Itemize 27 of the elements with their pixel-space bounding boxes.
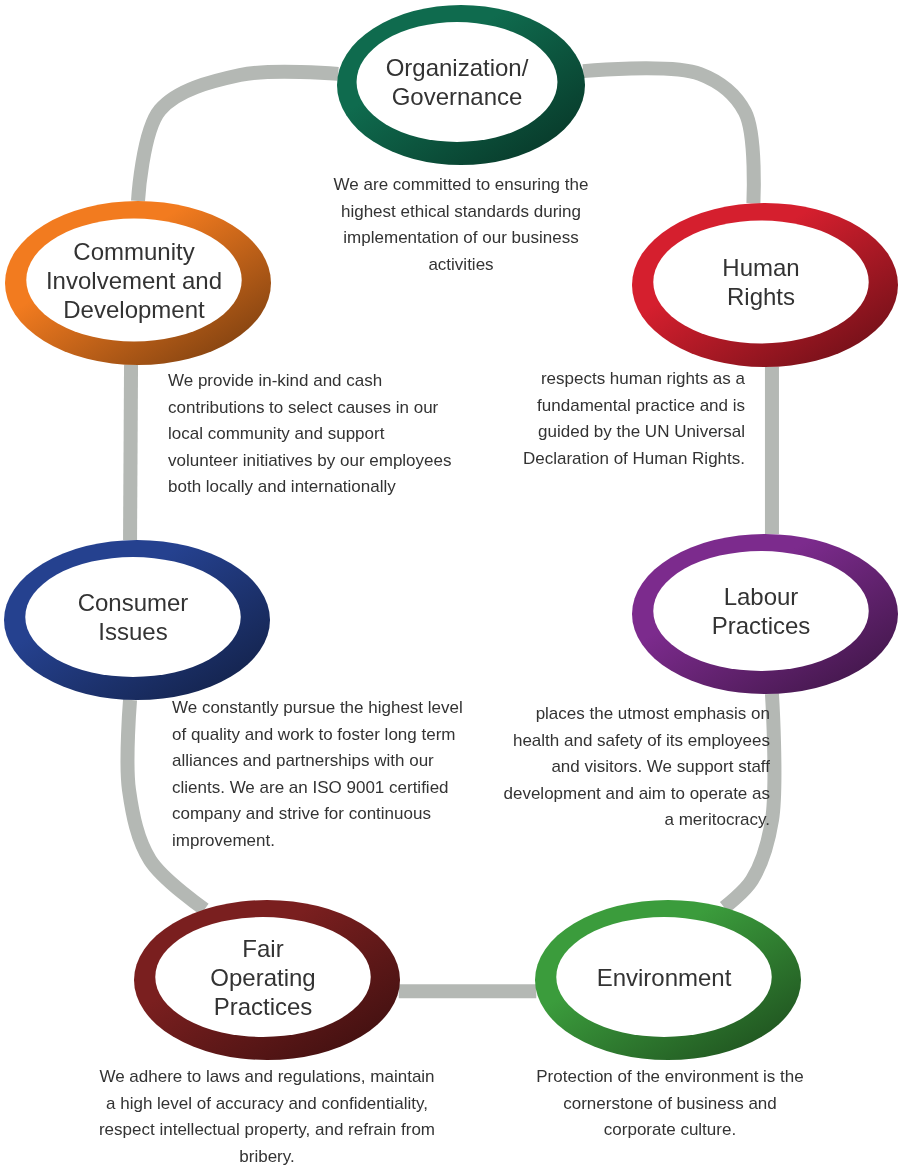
connector-line (123, 364, 139, 541)
topic-title: Environment (596, 962, 732, 992)
connector-line (719, 693, 782, 913)
topic-ellipse (337, 5, 585, 165)
topic-title: Organization/ Governance (384, 53, 530, 111)
topic-description: respects human rights as a fundamental practice and is guided by the UN Universal Declaration of Human Rights. (521, 368, 745, 470)
topic-ellipse (5, 201, 271, 365)
topic-ellipse (632, 534, 898, 694)
topic-ellipse (4, 540, 270, 700)
topic-title: Community Involvement and Development (44, 236, 224, 324)
topic-description: We adhere to laws and regulations, maintain a high level of accuracy and confidentiality, respect intellectual property, and refrain from bribery. (97, 1066, 437, 1168)
topic-description: Protection of the environment is the cornerstone of business and corporate culture. (535, 1066, 805, 1141)
connector-line (131, 64, 339, 202)
topic-ellipse (535, 900, 801, 1060)
topic-description: We provide in-kind and cash contributions to select causes in our local community and support volunteer initiatives by our employees both locally and internationally (168, 370, 453, 498)
connector-line (764, 366, 779, 535)
topic-title: Fair Operating Practices (209, 933, 317, 1021)
topic-title: Human Rights (721, 253, 801, 311)
topic-title: Consumer Issues (76, 588, 190, 646)
topic-description: We constantly pursue the highest level of quality and work to foster long term alliances and partnerships with our clients. We are an ISO 9001 certified company and strive for continuous improvement. (172, 697, 464, 852)
topic-ellipse (134, 900, 400, 1060)
connector-line (582, 61, 761, 204)
topic-description: We are committed to ensuring the highest ethical standards during implementation of our business activities (332, 174, 590, 276)
connector-line (398, 984, 537, 999)
topic-ellipse (632, 203, 898, 367)
topic-description: places the utmost emphasis on health and safety of its employees and visitors. We support staff development and aim to operate as a meritocracy. (502, 703, 770, 831)
topic-title: Labour Practices (710, 582, 812, 640)
